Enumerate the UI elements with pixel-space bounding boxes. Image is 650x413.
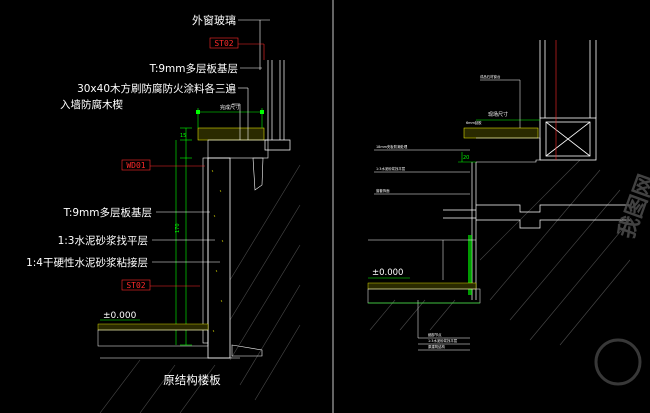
tag-wd01: WD01 <box>121 159 151 171</box>
left-vertical-dim: 170 <box>175 223 181 233</box>
right-sill <box>463 127 539 139</box>
green-joint <box>468 235 472 295</box>
right-sill-substrate <box>476 137 541 163</box>
right-floor: ±0.000 <box>367 239 481 304</box>
label-leveling-bottom: 1:3水泥砂浆找平层 <box>428 338 458 343</box>
left-level-mark: ±0.000 <box>103 311 137 321</box>
right-leaders <box>374 79 521 351</box>
label-moisture-plywood: 18mm夹板防潮处理 <box>376 144 408 149</box>
label-casing-finish: 窗套饰面 <box>376 188 390 193</box>
timber-batten <box>207 139 269 159</box>
label-original-slab: 原结构楼板 <box>163 373 221 387</box>
left-dimension-lines <box>175 108 263 346</box>
left-dim-small: 15 <box>180 133 186 139</box>
left-dimension-text: 完成尺寸 <box>220 104 240 111</box>
right-level-mark: ±0.000 <box>372 268 403 278</box>
left-board-layer <box>202 157 209 344</box>
watermark-logo-icon <box>594 338 642 386</box>
right-dimension-lines <box>458 119 540 163</box>
label-plywood-bottom: T:9mm多层板基层 <box>63 206 152 219</box>
label-leveling: 1:3水泥砂浆找平层 <box>58 234 148 247</box>
sill-board <box>197 127 265 141</box>
left-structure-hatch <box>99 164 301 413</box>
label-site-size: 现场尺寸 <box>488 111 508 118</box>
label-timber-batten: 30x40木方刷防腐防火涂料各三遍 <box>77 82 236 95</box>
label-6mm: 6mm刮胶 <box>466 120 482 125</box>
window-frame-bottom <box>264 139 291 151</box>
right-structure-hatch <box>369 159 631 346</box>
label-outer-glass: 外窗玻璃 <box>192 13 236 27</box>
window-frame-section <box>539 40 597 161</box>
svg-text:ST02: ST02 <box>126 281 145 290</box>
drip-edge <box>252 157 264 191</box>
label-wood-wedge: 入墙防腐木楔 <box>60 98 123 111</box>
left-leaders <box>152 19 270 263</box>
label-original-structure: 原建筑结构 <box>428 344 446 349</box>
window-glass <box>267 60 285 140</box>
label-bonding: 1:4干硬性水泥砂浆粘接层 <box>26 256 148 269</box>
left-tag-leaders <box>150 43 265 287</box>
label-plywood-top: T:9mm多层板基层 <box>149 62 238 75</box>
right-detail: ±0.000 成品石材窗台 现场尺寸 6mm刮胶 20 18mm夹板防潮处理 1… <box>367 40 631 351</box>
label-20: 20 <box>463 155 469 161</box>
left-detail: 完成尺寸 170 15 外窗玻璃 ST02 T:9mm多层板基 <box>26 13 301 413</box>
tag-st02-bottom: ST02 <box>121 279 151 291</box>
label-stone-sill: 成品石材窗台 <box>480 74 501 79</box>
label-leveling-right: 1:3水泥砂浆找平层 <box>376 166 406 171</box>
left-dimension-ticks <box>196 110 264 114</box>
left-wall-dots <box>211 169 224 333</box>
label-detail: 细部节点 <box>428 332 442 337</box>
tag-st02-top: ST02 <box>209 37 239 49</box>
svg-text:ST02: ST02 <box>214 39 233 48</box>
svg-text:WD01: WD01 <box>126 161 145 170</box>
left-floor: ±0.000 <box>97 311 263 359</box>
